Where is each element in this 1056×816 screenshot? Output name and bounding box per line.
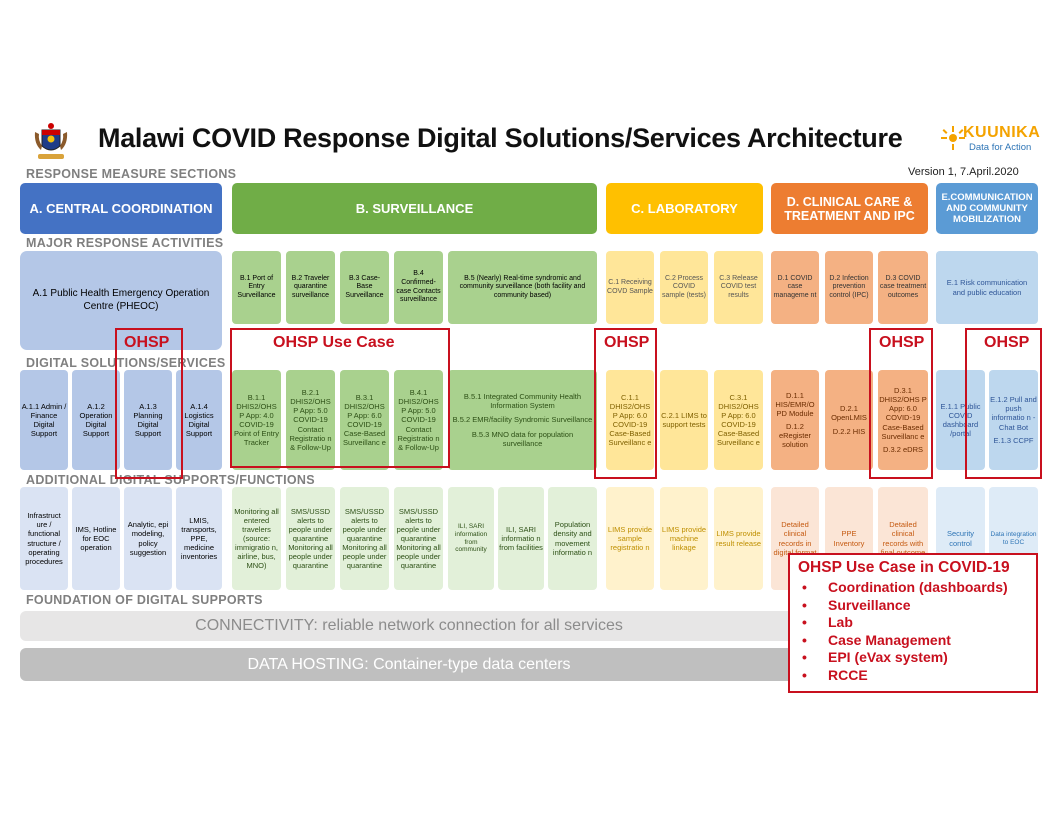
additional-a4: LMIS, transports, PPE, medicine inventor… xyxy=(176,487,222,590)
additional-b5a: ILI, SARI information from community xyxy=(448,487,494,590)
ohsp-highlight-communication xyxy=(965,328,1042,479)
header-surveillance: B. SURVEILLANCE xyxy=(232,183,597,234)
digital-b31: B.3.1 DHIS2/OHS P App: 6.0 COVID-19 Case… xyxy=(340,370,389,470)
activity-b3: B.3 Case-Base Surveillance xyxy=(340,251,389,324)
additional-a1: Infrastruct ure / functional structure /… xyxy=(20,487,68,590)
legend-item: Coordination (dashboards) xyxy=(798,579,1028,597)
legend-title: OHSP Use Case in COVID-19 xyxy=(798,559,1010,576)
ohsp-label-clinical: OHSP xyxy=(879,334,925,351)
activity-e1: E.1 Risk communication and public educat… xyxy=(936,251,1038,324)
digital-d31: D.3.1 DHIS2/OHS P App: 6.0 COVID-19 Case… xyxy=(879,386,927,441)
activity-c2: C.2 Process COVID sample (tests) xyxy=(660,251,708,324)
digital-b53: B.5.3 MNO data for population surveillan… xyxy=(471,429,574,448)
digital-c11: C.1.1 DHIS2/OHS P App: 6.0 COVID-19 Case… xyxy=(606,370,654,470)
digital-b21: B.2.1 DHIS2/OHS P App: 5.0 COVID-19 Cont… xyxy=(286,370,335,470)
additional-c1: LIMS provide sample registratio n xyxy=(606,487,654,590)
activity-d3: D.3 COVID case treatment outcomes xyxy=(878,251,928,324)
activity-d1: D.1 COVID case manageme nt xyxy=(771,251,819,324)
additional-b3: SMS/USSD alerts to people under quaranti… xyxy=(340,487,389,590)
digital-d11: D.1.1 HIS/EMR/O PD Module xyxy=(775,390,815,418)
activity-b5: B.5 (Nearly) Real-time syndromic and com… xyxy=(448,251,597,324)
additional-a3: Analytic, epi modeling, policy suggestio… xyxy=(124,487,172,590)
digital-e13: E.1.3 CCPF xyxy=(993,435,1034,445)
digital-b52: B.5.2 EMR/facility Syndromic Surveillanc… xyxy=(452,415,593,425)
digital-b51: B.5.1 Integrated Community Health Inform… xyxy=(463,392,582,411)
legend-item: Surveillance xyxy=(798,597,1028,615)
section-foundation: FOUNDATION OF DIGITAL SUPPORTS xyxy=(26,593,263,607)
ohsp-highlight-clinical xyxy=(869,328,933,479)
version-label: Version 1, 7.April.2020 xyxy=(908,166,1019,178)
digital-d1: D.1.1 HIS/EMR/O PD Module D.1.2 eRegiste… xyxy=(771,370,819,470)
legend-item: RCCE xyxy=(798,667,1028,685)
digital-d22: D.2.2 HIS xyxy=(832,427,866,437)
digital-e12-label: E.1.2 Pull and push informatio n - Chat … xyxy=(990,395,1037,432)
digital-d21: D.2.1 OpenLMIS xyxy=(831,403,867,422)
activity-b4: B.4 Confirmed-case Contacts surveillance xyxy=(394,251,443,324)
digital-b5: B.5.1 Integrated Community Health Inform… xyxy=(448,370,597,470)
digital-d32: D.3.2 eDRS xyxy=(882,444,924,454)
ohsp-use-case-legend: OHSP Use Case in COVID-19 Coordination (… xyxy=(788,553,1038,693)
additional-c2: LIMS provide machine linkage xyxy=(660,487,708,590)
additional-c3: LIMS provide result release xyxy=(714,487,763,590)
digital-e11: E.1.1 Public COVID dashboard /portal xyxy=(936,370,985,470)
additional-b2: SMS/USSD alerts to people under quaranti… xyxy=(286,487,335,590)
digital-b11: B.1.1 DHIS2/OHS P App: 4.0 COVID-19 Poin… xyxy=(232,370,281,470)
digital-b41: B.4.1 DHIS2/OHS P App: 5.0 COVID-19 Cont… xyxy=(394,370,443,470)
digital-a12: A.1.2 Operation Digital Support xyxy=(72,370,120,470)
activity-c3: C.3 Release COVID test results xyxy=(714,251,763,324)
digital-d2: D.2.1 OpenLMIS D.2.2 HIS xyxy=(825,370,873,470)
header-central-coordination: A. CENTRAL COORDINATION xyxy=(20,183,222,234)
digital-a13: A.1.3 Planning Digital Support xyxy=(124,370,172,470)
legend-item: EPI (eVax system) xyxy=(798,649,1028,667)
additional-b4: SMS/USSD alerts to people under quaranti… xyxy=(394,487,443,590)
additional-b1: Monitoring all entered travelers (source… xyxy=(232,487,281,590)
page-title: Malawi COVID Response Digital Solutions/… xyxy=(98,123,903,153)
digital-a14: A.1.4 Logistics Digital Support xyxy=(176,370,222,470)
additional-b5b: ILI, SARI informatio n from facilities xyxy=(498,487,544,590)
additional-a2: IMS, Hotline for EOC operation xyxy=(72,487,120,590)
ohsp-label-coordination: OHSP xyxy=(124,334,170,351)
digital-a11: A.1.1 Admin / Finance Digital Support xyxy=(20,370,68,470)
ohsp-label-laboratory: OHSP xyxy=(604,334,650,351)
section-response-measure: RESPONSE MEASURE SECTIONS xyxy=(26,167,237,181)
header-laboratory: C. LABORATORY xyxy=(606,183,763,234)
legend-item: Case Management xyxy=(798,632,1028,650)
digital-c31: C.3.1 DHIS2/OHS P App: 6.0 COVID-19 Case… xyxy=(714,370,763,470)
header-clinical-care: D. CLINICAL CARE & TREATMENT AND IPC xyxy=(771,183,928,234)
digital-d12: D.1.2 eRegister solution xyxy=(778,422,812,450)
kuunika-logo-tagline: Data for Action xyxy=(969,142,1032,153)
section-major-activities: MAJOR RESPONSE ACTIVITIES xyxy=(26,236,224,250)
kuunika-logo-name: KUUNIKA xyxy=(963,124,1041,141)
activity-b2: B.2 Traveler quarantine surveillance xyxy=(286,251,335,324)
activity-b1: B.1 Port of Entry Surveillance xyxy=(232,251,281,324)
digital-e12: E.1.2 Pull and push informatio n - Chat … xyxy=(989,370,1038,470)
ohsp-highlight-laboratory xyxy=(594,328,657,479)
kuunika-logo: KUUNIKA Data for Action xyxy=(941,124,1040,154)
malawi-coat-of-arms-logo xyxy=(32,122,70,162)
ohsp-label-surveillance: OHSP Use Case xyxy=(273,334,395,351)
header-communication: E.COMMUNICATION AND COMMUNITY MOBILIZATI… xyxy=(936,183,1038,234)
digital-d3: D.3.1 DHIS2/OHS P App: 6.0 COVID-19 Case… xyxy=(878,370,928,470)
ohsp-highlight-surveillance xyxy=(230,328,450,468)
ohsp-label-communication: OHSP xyxy=(984,334,1030,351)
activity-d2: D.2 Infection prevention control (IPC) xyxy=(825,251,873,324)
legend-list: Coordination (dashboards) Surveillance L… xyxy=(798,579,1028,684)
section-additional-supports: ADDITIONAL DIGITAL SUPPORTS/FUNCTIONS xyxy=(26,473,315,487)
activity-c1: C.1 Receiving COVD Sample xyxy=(606,251,654,324)
additional-b5c: Population density and movement informat… xyxy=(548,487,597,590)
section-digital-solutions: DIGITAL SOLUTIONS/SERVICES xyxy=(26,356,226,370)
digital-c21: C.2.1 LIMS to support tests xyxy=(660,370,708,470)
legend-item: Lab xyxy=(798,614,1028,632)
activity-a1: A.1 Public Health Emergency Operation Ce… xyxy=(20,251,222,350)
ohsp-highlight-coordination xyxy=(115,328,183,479)
